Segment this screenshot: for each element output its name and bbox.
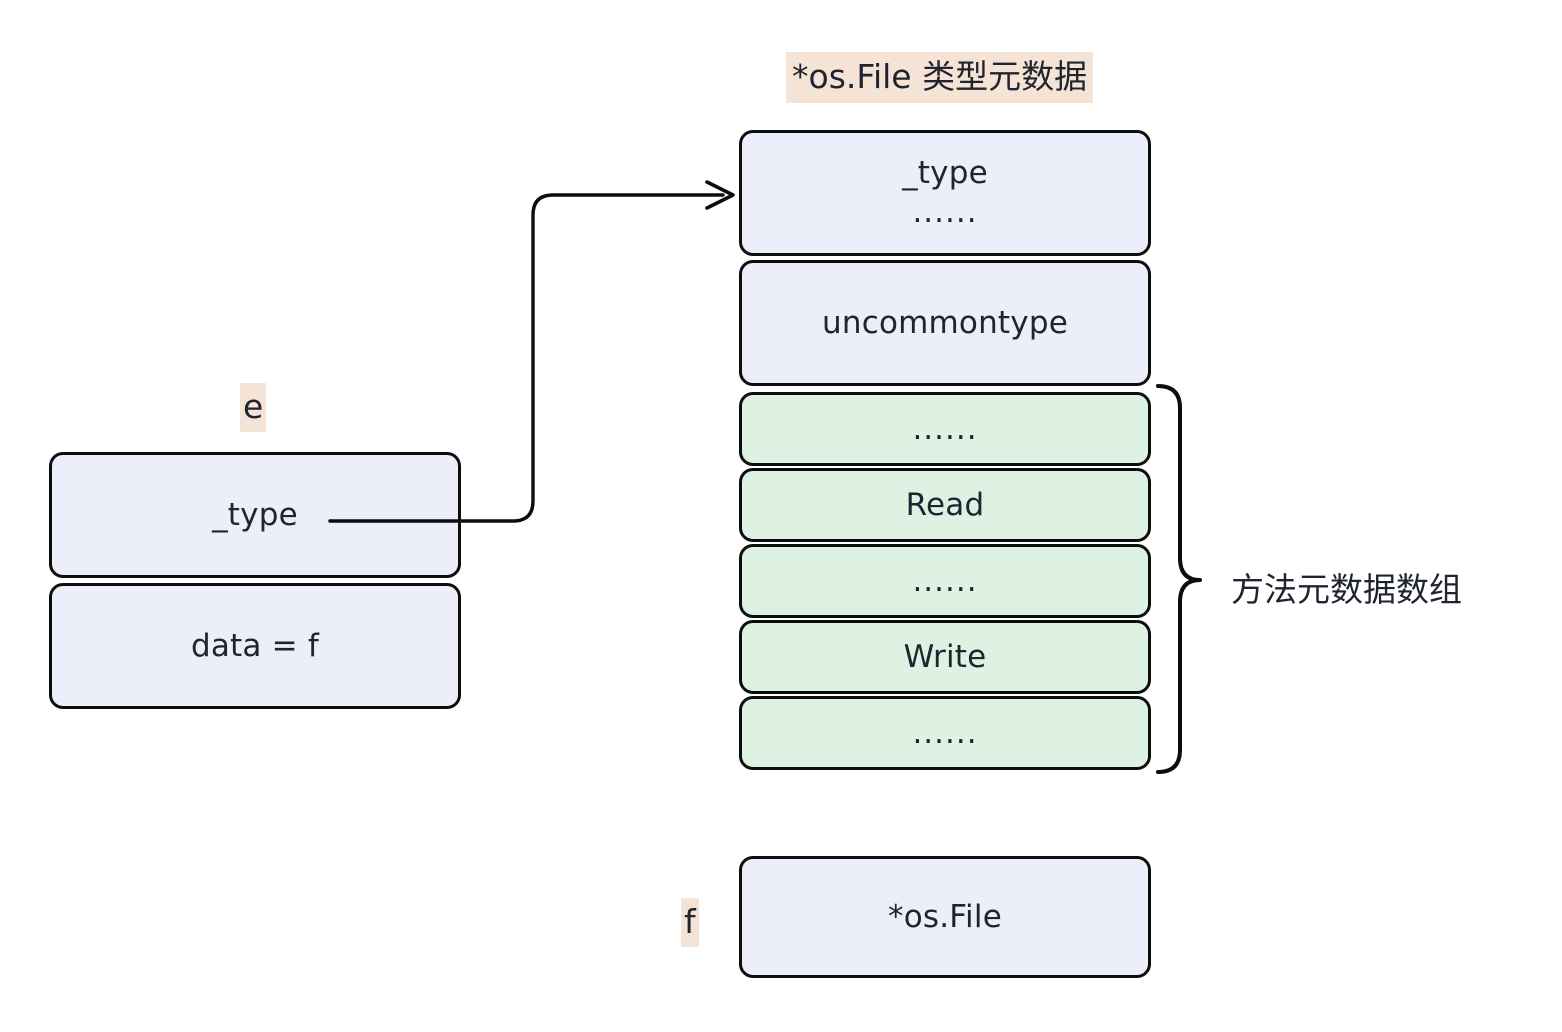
method-row-ellipsis-bottom-label: ...... [912,714,978,751]
typemeta-row-type-ellipsis: ...... [912,194,978,230]
interface-var-label-e: e [240,383,267,432]
method-row-ellipsis-top-label: ...... [912,410,978,447]
method-row-ellipsis-bottom[interactable]: ...... [739,696,1151,770]
method-row-ellipsis-middle-label: ...... [912,562,978,599]
typemeta-row-uncommontype-label: uncommontype [822,304,1068,341]
typemeta-row-type[interactable]: _type ...... [739,130,1151,256]
method-row-read[interactable]: Read [739,468,1151,542]
iface-row-data-label: data = f [190,627,320,664]
type-metadata-title: *os.File 类型元数据 [786,52,1094,103]
typemeta-row-uncommontype[interactable]: uncommontype [739,260,1151,386]
iface-row-type[interactable]: _type [49,452,461,578]
method-row-ellipsis-middle[interactable]: ...... [739,544,1151,618]
iface-row-type-label: _type [212,496,298,533]
iface-row-data[interactable]: data = f [49,583,461,709]
brace-label-method-array: 方法元数据数组 [1231,570,1462,609]
value-box-osfile[interactable]: *os.File [739,856,1151,978]
method-row-write[interactable]: Write [739,620,1151,694]
method-row-write-label: Write [903,638,987,675]
typemeta-row-type-label: _type [902,155,988,192]
method-row-read-label: Read [905,486,985,523]
value-var-label-f: f [681,898,699,947]
method-row-ellipsis-top[interactable]: ...... [739,392,1151,466]
method-array-brace [1156,384,1202,774]
value-box-osfile-label: *os.File [888,898,1002,935]
